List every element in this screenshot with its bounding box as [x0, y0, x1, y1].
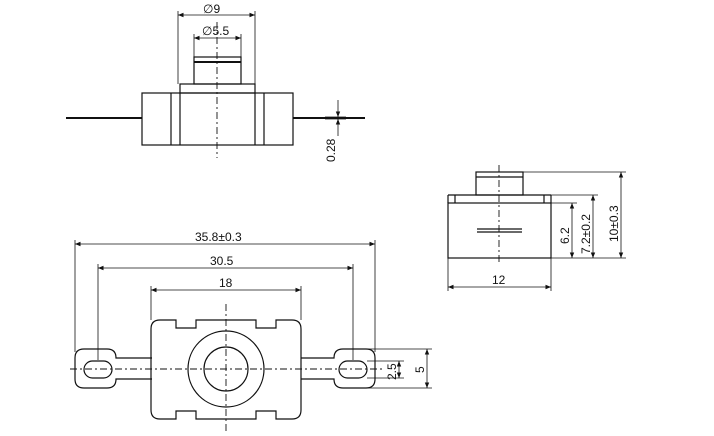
dim-side-overall-height: 10±0.3	[607, 205, 621, 242]
left-mounting-tab	[74, 348, 152, 389]
dim-top-outer-diameter: ∅9	[203, 2, 220, 16]
dim-body-width: 18	[219, 276, 233, 290]
dim-side-body-height: 6.2	[558, 227, 572, 244]
side-view: 6.2 7.2±0.2 10±0.3 12	[447, 165, 626, 291]
dim-side-width: 12	[492, 273, 506, 287]
side-button	[475, 171, 524, 196]
dim-side-body-height-tolerance: 7.2±0.2	[579, 214, 593, 254]
push-button	[193, 56, 242, 85]
right-slot-hole	[338, 360, 368, 379]
dim-lead-thickness: 0.28	[324, 138, 338, 162]
dim-hole-pitch: 30.5	[210, 254, 234, 268]
switch-collar	[179, 83, 256, 94]
switch-body	[141, 92, 294, 146]
dim-tab-width: 5	[413, 366, 427, 373]
plan-body	[150, 319, 302, 420]
plan-view: 35.8±0.3 30.5 18 2.5 5	[70, 230, 432, 432]
left-slot-hole	[83, 360, 113, 379]
dim-overall-length: 35.8±0.3	[195, 230, 242, 244]
dim-hole-size: 2.5	[385, 363, 399, 380]
dim-top-inner-diameter: ∅5.5	[202, 24, 229, 38]
front-view: ∅9 ∅5.5 0.28	[66, 2, 365, 162]
right-mounting-tab	[301, 348, 376, 389]
side-body	[447, 202, 552, 259]
